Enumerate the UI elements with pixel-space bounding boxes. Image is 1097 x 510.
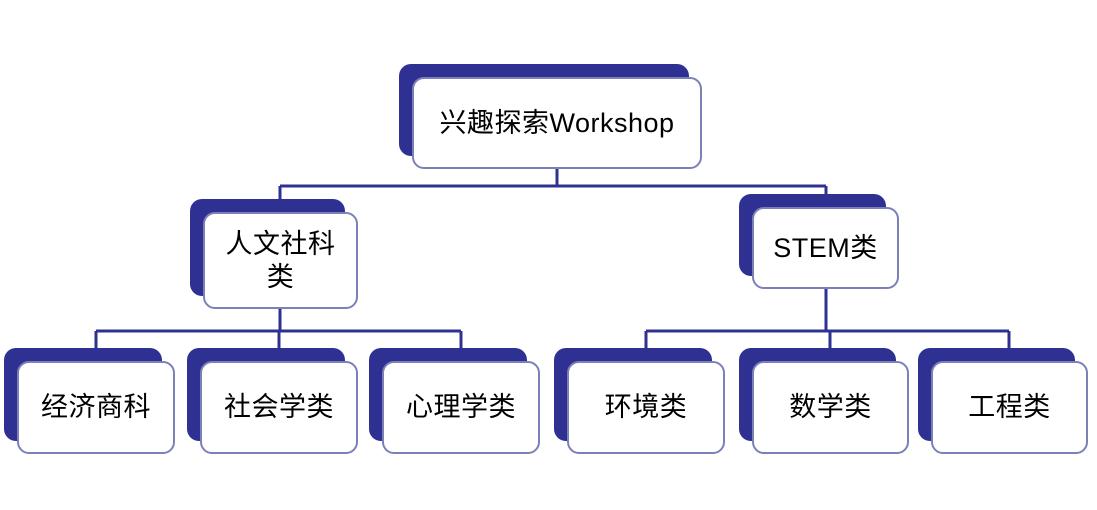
node-sociology: 社会学类 — [187, 348, 358, 454]
node-stem: STEM类 — [739, 194, 899, 289]
node-box: 人文社科类 — [203, 212, 358, 309]
node-box: 工程类 — [931, 361, 1088, 454]
node-label: 环境类 — [604, 392, 688, 422]
node-label: 经济商科 — [41, 392, 151, 422]
node-label: 兴趣探索Workshop — [439, 107, 675, 138]
node-econ-business: 经济商科 — [4, 348, 175, 454]
node-label: 数学类 — [789, 392, 872, 422]
node-box: 经济商科 — [17, 361, 175, 454]
node-box: 环境类 — [567, 361, 725, 454]
node-box: 心理学类 — [382, 361, 540, 454]
node-box: 数学类 — [752, 361, 909, 454]
node-box: 兴趣探索Workshop — [412, 77, 702, 169]
node-humanities: 人文社科类 — [190, 199, 358, 309]
node-box: 社会学类 — [200, 361, 358, 454]
node-label: 工程类 — [968, 392, 1051, 422]
node-label: STEM类 — [773, 232, 878, 263]
node-root: 兴趣探索Workshop — [399, 64, 702, 169]
node-engineering: 工程类 — [918, 348, 1088, 454]
node-psychology: 心理学类 — [369, 348, 540, 454]
node-math: 数学类 — [739, 348, 909, 454]
node-environment: 环境类 — [554, 348, 725, 454]
node-label: 心理学类 — [406, 392, 516, 422]
node-label: 社会学类 — [224, 392, 334, 422]
node-label: 人文社科类 — [225, 228, 336, 292]
node-box: STEM类 — [752, 207, 899, 289]
